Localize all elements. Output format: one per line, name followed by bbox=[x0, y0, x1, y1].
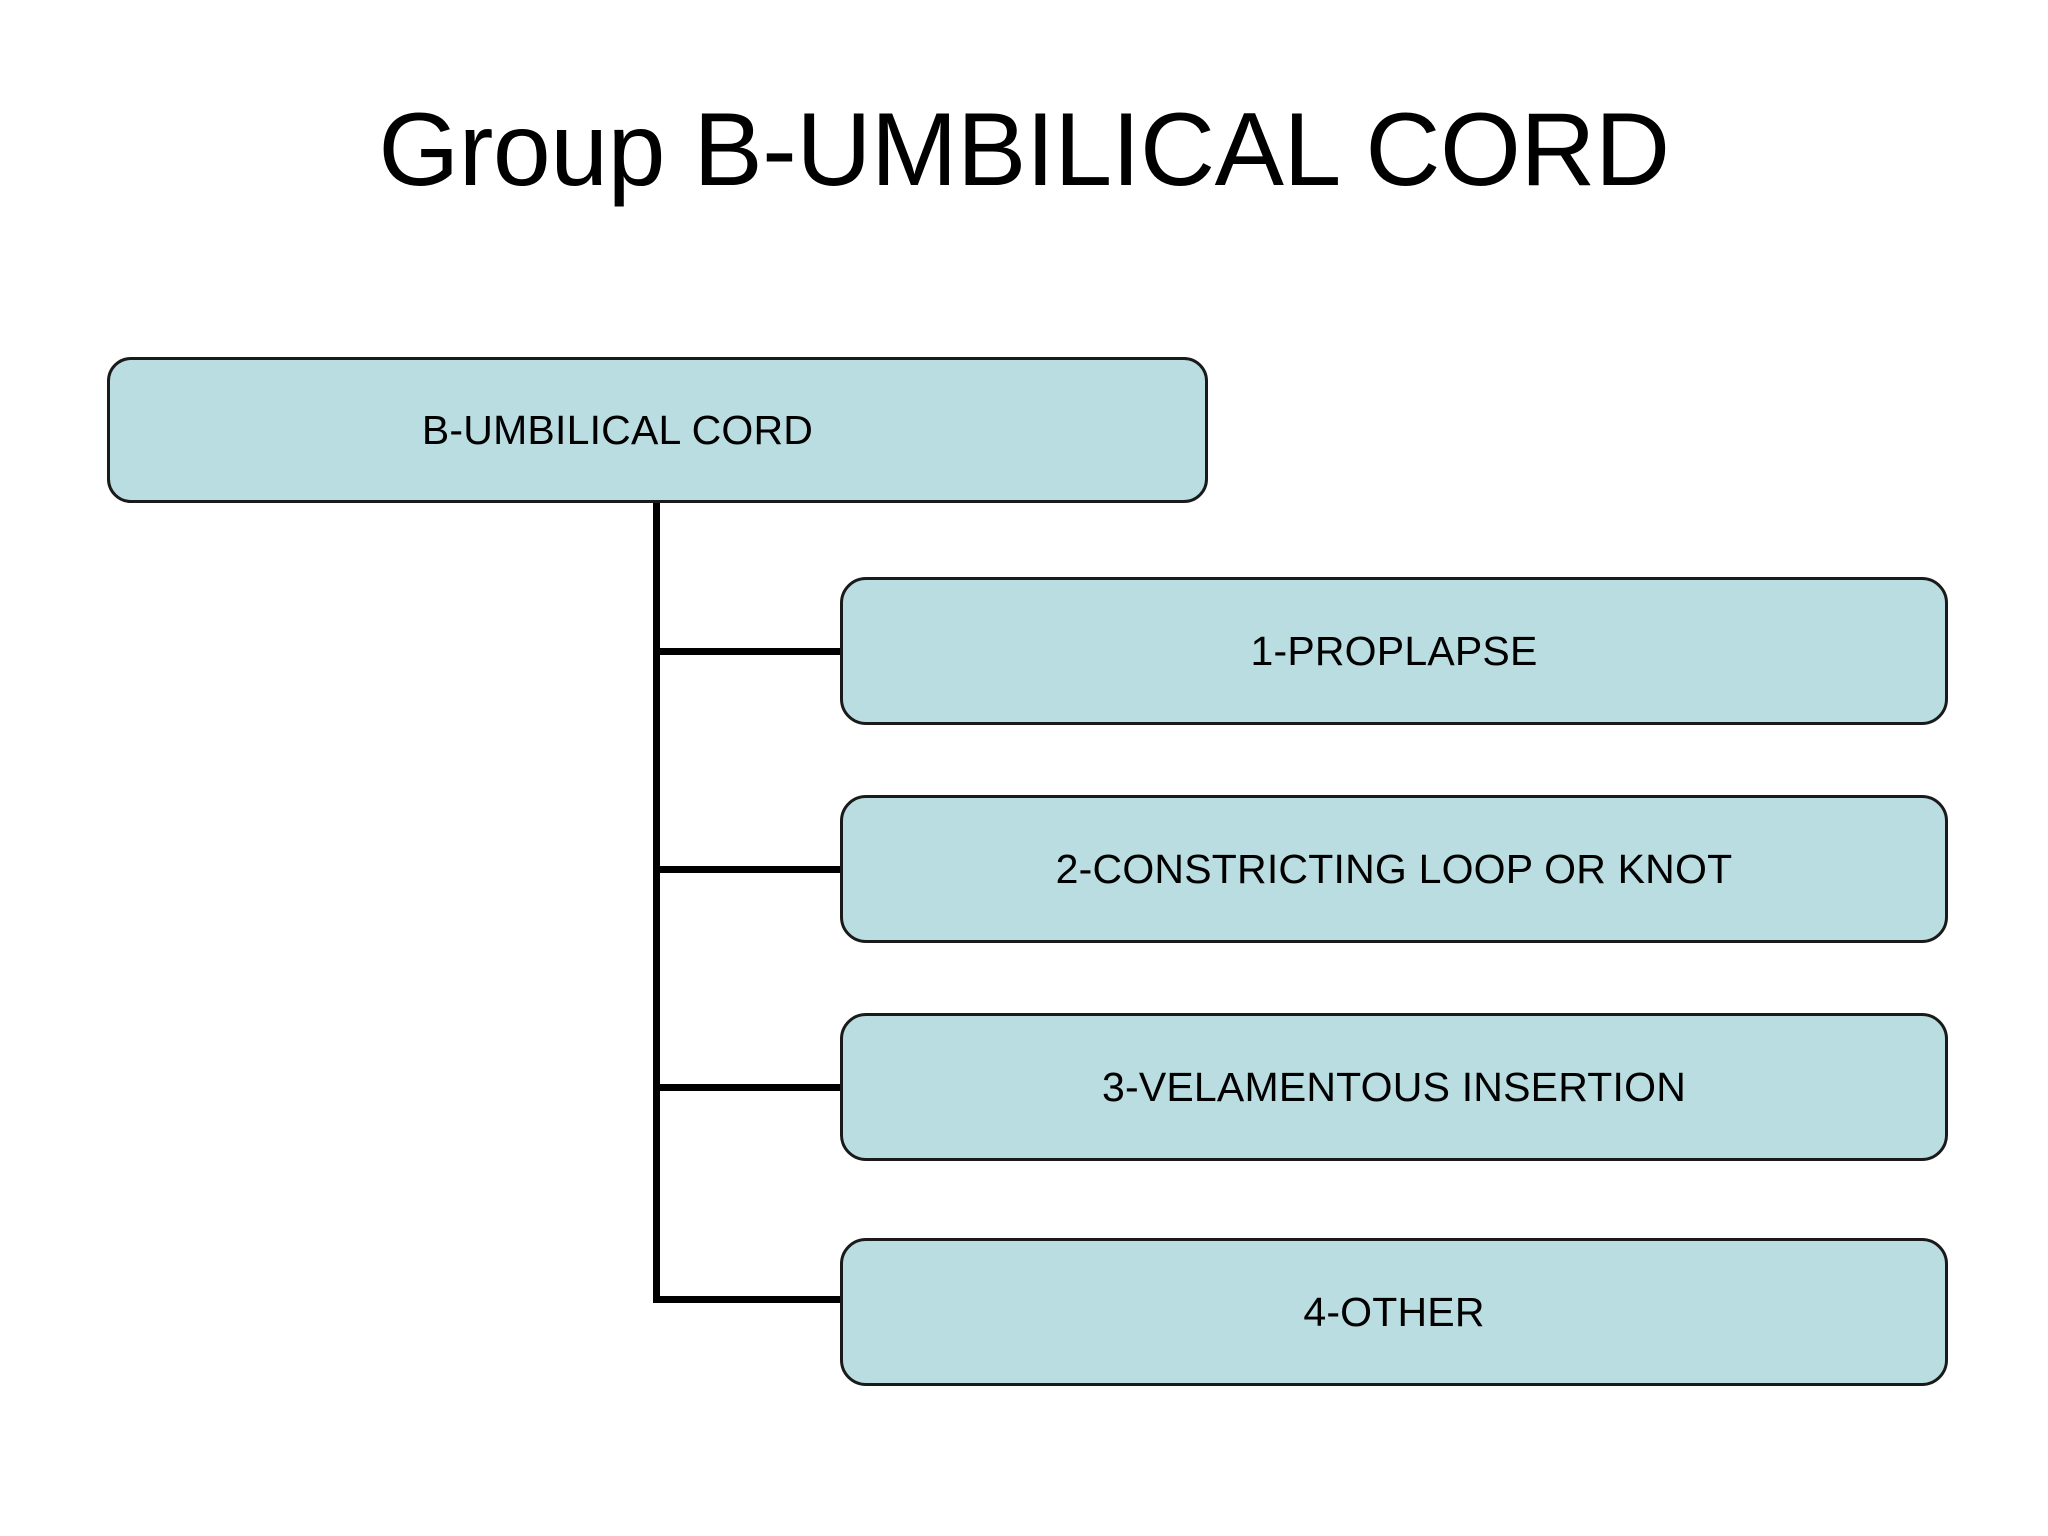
node-child-label: 2-CONSTRICTING LOOP OR KNOT bbox=[1055, 845, 1733, 892]
node-child-prolapse[interactable]: 1-PROPLAPSE bbox=[840, 577, 1948, 725]
connector-branch-3 bbox=[653, 1084, 843, 1091]
page-title: Group B-UMBILICAL CORD bbox=[378, 92, 1670, 208]
connector-branch-4 bbox=[653, 1296, 843, 1303]
node-child-constricting-loop-or-knot[interactable]: 2-CONSTRICTING LOOP OR KNOT bbox=[840, 795, 1948, 943]
node-child-label: 3-VELAMENTOUS INSERTION bbox=[1101, 1063, 1687, 1110]
node-child-label: 4-OTHER bbox=[1303, 1288, 1485, 1335]
node-root-umbilical-cord[interactable]: B-UMBILICAL CORD bbox=[107, 357, 1208, 503]
connector-branch-1 bbox=[653, 648, 843, 655]
connector-trunk-vertical bbox=[653, 503, 660, 1303]
node-child-label: 1-PROPLAPSE bbox=[1250, 627, 1538, 674]
connector-branch-2 bbox=[653, 866, 843, 873]
node-child-velamentous-insertion[interactable]: 3-VELAMENTOUS INSERTION bbox=[840, 1013, 1948, 1161]
node-child-other[interactable]: 4-OTHER bbox=[840, 1238, 1948, 1386]
node-root-label: B-UMBILICAL CORD bbox=[421, 406, 814, 453]
